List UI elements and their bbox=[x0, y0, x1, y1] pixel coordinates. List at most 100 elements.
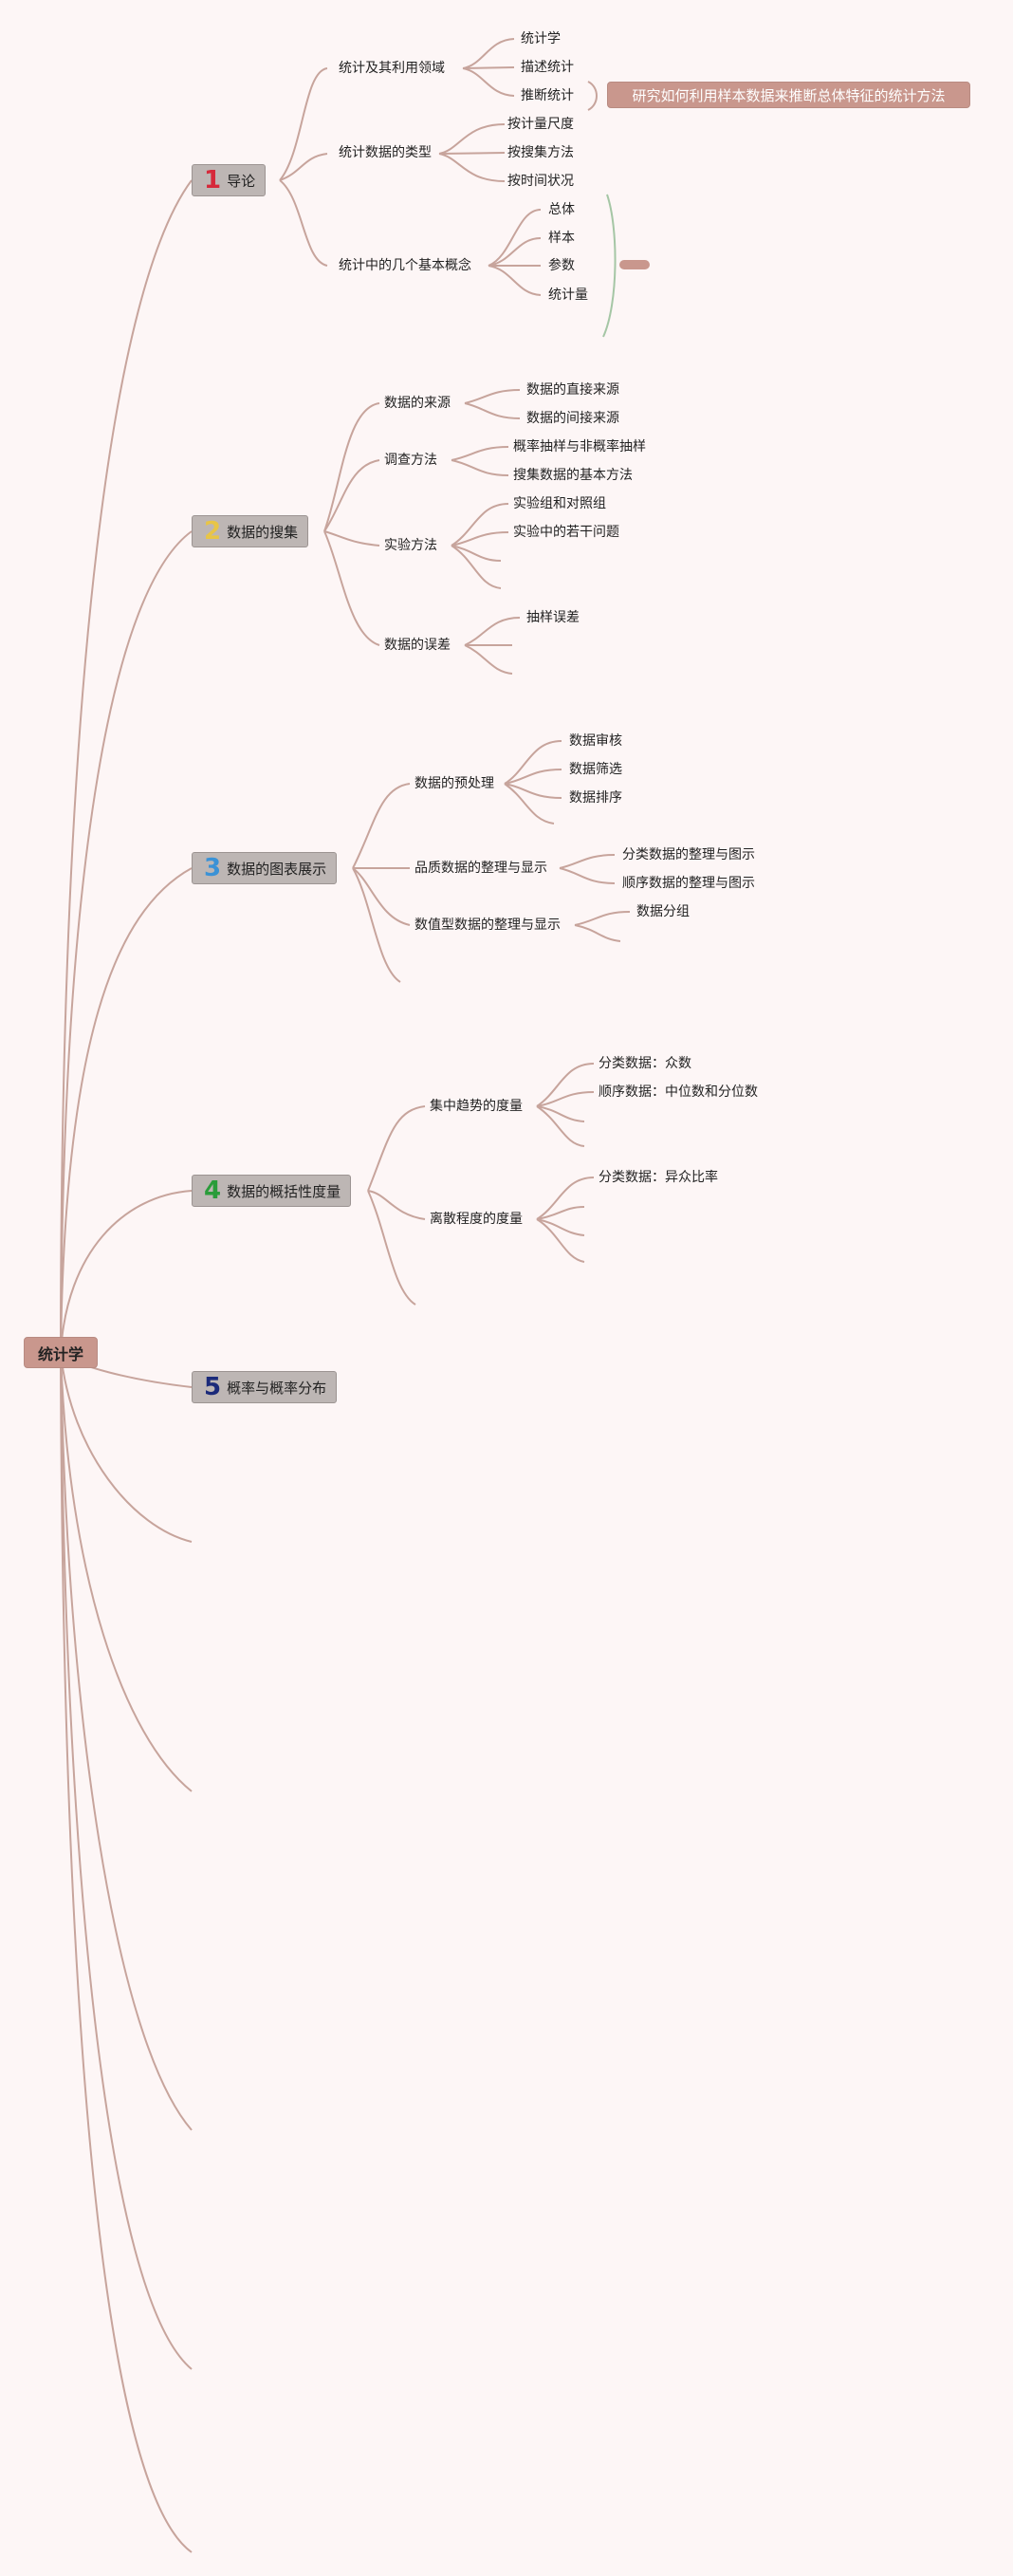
link-ch2-sub1 bbox=[323, 402, 380, 532]
leaf-2-3-2[interactable]: 实验中的若干问题 bbox=[513, 525, 619, 540]
link-ch2-s3-l1 bbox=[451, 503, 509, 547]
leaf-2-4-1[interactable]: 抽样误差 bbox=[526, 610, 580, 625]
topic-1-3[interactable]: 统计中的几个基本概念 bbox=[339, 258, 471, 273]
leaf-3-1-2[interactable]: 数据筛选 bbox=[569, 762, 622, 777]
topic-2-2[interactable]: 调查方法 bbox=[384, 453, 437, 468]
chapter-number-1: 1 bbox=[204, 166, 222, 195]
chapter-number-4: 4 bbox=[204, 1177, 222, 1205]
link-ch1-sub1 bbox=[279, 67, 328, 181]
chapter-title-4: 数据的概括性度量 bbox=[227, 1182, 341, 1200]
link-ch2-s1-l2 bbox=[464, 402, 521, 419]
topic-4-2[interactable]: 离散程度的度量 bbox=[430, 1212, 523, 1227]
link-ch4-s1-l4 bbox=[536, 1105, 585, 1147]
topic-1-1[interactable]: 统计及其利用领域 bbox=[339, 61, 445, 76]
link-ch1-callout-brace bbox=[587, 81, 598, 111]
link-ch2-sub3 bbox=[323, 530, 380, 547]
link-ch2-s3-l3 bbox=[451, 545, 502, 562]
link-ch3-s1-l2 bbox=[504, 769, 562, 785]
link-root-empty-1 bbox=[60, 1352, 193, 1543]
topic-3-1[interactable]: 数据的预处理 bbox=[414, 776, 494, 791]
chapter-node-3[interactable]: 3 数据的图表展示 bbox=[192, 852, 338, 884]
leaf-2-1-1[interactable]: 数据的直接来源 bbox=[526, 382, 619, 398]
link-ch3-empty bbox=[352, 867, 401, 983]
leaf-1-1-3[interactable]: 推断统计 bbox=[521, 88, 574, 103]
link-ch2-s3-l4 bbox=[451, 545, 502, 589]
chapter-number-5: 5 bbox=[204, 1373, 222, 1401]
chapter-title-3: 数据的图表展示 bbox=[227, 860, 327, 878]
topic-1-2[interactable]: 统计数据的类型 bbox=[339, 145, 432, 160]
leaf-3-1-3[interactable]: 数据排序 bbox=[569, 790, 622, 806]
leaf-1-2-2[interactable]: 按搜集方法 bbox=[507, 145, 574, 160]
link-ch3-s1-l4 bbox=[504, 783, 555, 825]
leaf-1-3-3[interactable]: 参数 bbox=[548, 258, 575, 273]
chapter-number-2: 2 bbox=[204, 517, 222, 546]
link-ch1-s3-l1 bbox=[488, 209, 542, 267]
leaf-3-1-1[interactable]: 数据审核 bbox=[569, 733, 622, 749]
leaf-4-2-1[interactable]: 分类数据：异众比率 bbox=[599, 1170, 718, 1185]
link-ch2-s2-l1 bbox=[451, 446, 509, 461]
link-ch4-s1-l2 bbox=[536, 1091, 595, 1107]
link-root-empty-3 bbox=[60, 1352, 193, 2131]
link-ch1-sub2 bbox=[279, 153, 328, 181]
link-ch2-s4-l1 bbox=[464, 617, 521, 646]
link-ch2-s1-l1 bbox=[464, 389, 521, 404]
link-ch4-s2-l4 bbox=[536, 1218, 585, 1263]
leaf-2-1-2[interactable]: 数据的间接来源 bbox=[526, 411, 619, 426]
link-ch4-s2-l2 bbox=[536, 1206, 585, 1220]
topic-3-2[interactable]: 品质数据的整理与显示 bbox=[414, 861, 547, 876]
chapter-title-2: 数据的搜集 bbox=[227, 523, 299, 541]
link-ch4-sub1 bbox=[367, 1105, 426, 1192]
link-ch3-s1-l3 bbox=[504, 783, 562, 799]
link-ch1-s2-l2 bbox=[438, 152, 506, 155]
collapsed-summary-pill[interactable] bbox=[619, 260, 650, 269]
link-root-ch2 bbox=[60, 530, 193, 1354]
callout-inference-note[interactable]: 研究如何利用样本数据来推断总体特征的统计方法 bbox=[607, 82, 970, 108]
link-ch1-s1-l2 bbox=[462, 66, 515, 69]
leaf-3-3-1[interactable]: 数据分组 bbox=[636, 904, 690, 919]
leaf-1-3-4[interactable]: 统计量 bbox=[548, 287, 588, 303]
leaf-1-3-2[interactable]: 样本 bbox=[548, 231, 575, 246]
leaf-3-2-2[interactable]: 顺序数据的整理与图示 bbox=[622, 876, 755, 891]
link-root-empty-4 bbox=[60, 1352, 193, 2370]
chapter-node-1[interactable]: 1 导论 bbox=[192, 164, 267, 196]
leaf-2-2-2[interactable]: 搜集数据的基本方法 bbox=[513, 468, 633, 483]
leaf-2-3-1[interactable]: 实验组和对照组 bbox=[513, 496, 606, 511]
link-ch3-sub1 bbox=[352, 783, 411, 869]
leaf-3-2-1[interactable]: 分类数据的整理与图示 bbox=[622, 847, 755, 862]
link-root-empty-5 bbox=[60, 1352, 193, 2553]
leaf-1-2-3[interactable]: 按时间状况 bbox=[507, 174, 574, 189]
root-node[interactable]: 统计学 bbox=[24, 1337, 98, 1368]
chapter-node-5[interactable]: 5 概率与概率分布 bbox=[192, 1371, 338, 1403]
leaf-4-1-1[interactable]: 分类数据：众数 bbox=[599, 1056, 691, 1071]
topic-4-1[interactable]: 集中趋势的度量 bbox=[430, 1099, 523, 1114]
link-ch1-s3-l4 bbox=[488, 265, 542, 296]
link-ch1-s2-l3 bbox=[438, 153, 506, 182]
leaf-2-2-1[interactable]: 概率抽样与非概率抽样 bbox=[513, 439, 646, 454]
link-ch2-s3-l2 bbox=[451, 531, 509, 547]
leaf-4-1-2[interactable]: 顺序数据：中位数和分位数 bbox=[599, 1084, 758, 1100]
link-ch3-s2-l1 bbox=[559, 854, 616, 869]
chapter-node-2[interactable]: 2 数据的搜集 bbox=[192, 515, 309, 547]
leaf-1-1-1[interactable]: 统计学 bbox=[521, 31, 561, 46]
link-ch2-s4-l3 bbox=[464, 644, 513, 675]
link-ch1-green-bracket bbox=[602, 194, 617, 338]
chapter-title-1: 导论 bbox=[227, 172, 256, 190]
leaf-1-1-2[interactable]: 描述统计 bbox=[521, 60, 574, 75]
link-ch4-s2-l1 bbox=[536, 1177, 595, 1220]
link-root-ch3 bbox=[60, 867, 193, 1354]
leaf-1-2-1[interactable]: 按计量尺度 bbox=[507, 117, 574, 132]
leaf-1-3-1[interactable]: 总体 bbox=[548, 202, 575, 217]
link-ch3-s1-l1 bbox=[504, 740, 562, 785]
topic-2-4[interactable]: 数据的误差 bbox=[384, 638, 451, 653]
link-ch2-sub2 bbox=[323, 459, 380, 532]
link-ch2-s2-l2 bbox=[451, 459, 509, 476]
topic-3-3[interactable]: 数值型数据的整理与显示 bbox=[414, 917, 561, 933]
link-ch3-s3-l1 bbox=[574, 911, 631, 926]
topic-2-1[interactable]: 数据的来源 bbox=[384, 396, 451, 411]
chapter-node-4[interactable]: 4 数据的概括性度量 bbox=[192, 1175, 352, 1207]
link-ch1-s2-l1 bbox=[438, 123, 506, 155]
link-ch4-s2-l3 bbox=[536, 1218, 585, 1236]
link-ch4-sub2 bbox=[367, 1190, 426, 1220]
topic-2-3[interactable]: 实验方法 bbox=[384, 538, 437, 553]
